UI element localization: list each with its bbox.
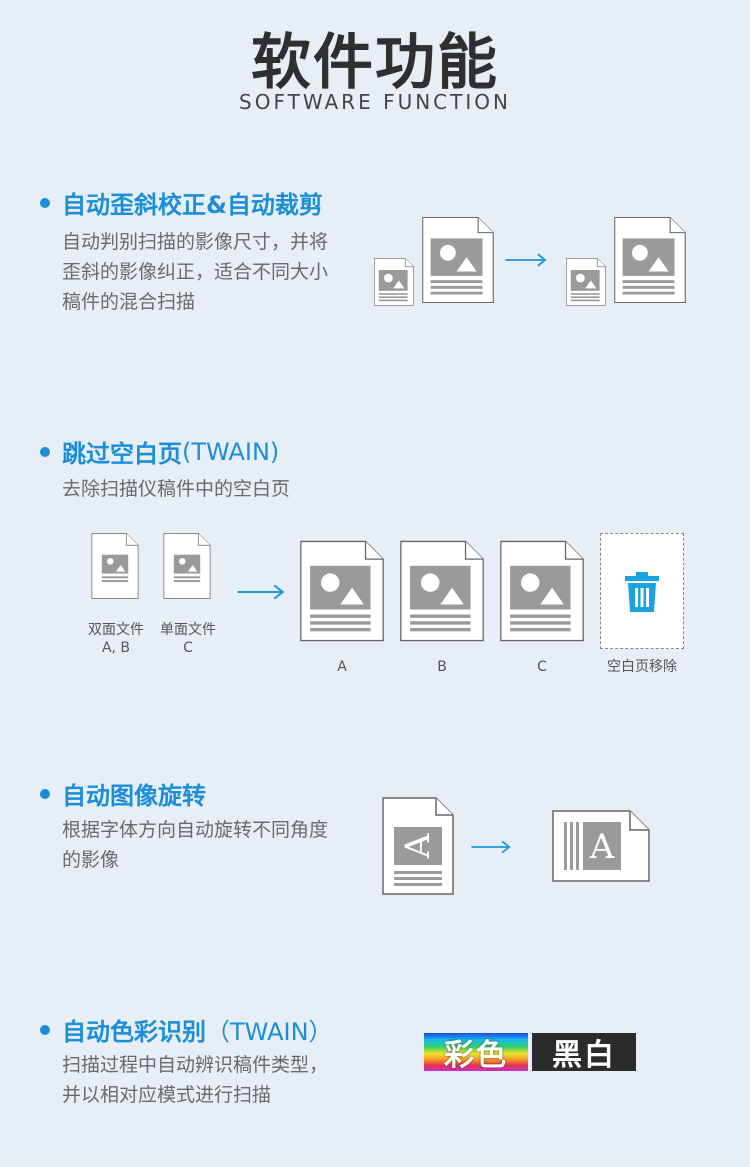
- bullet-dot-icon: [40, 197, 50, 208]
- glyph-a-upright: A: [589, 827, 615, 867]
- page-title: 软件功能: [251, 28, 499, 98]
- simplex-document-icon: [163, 533, 211, 599]
- arrow-right-icon: [504, 252, 547, 268]
- page-a-document-icon: [300, 540, 384, 642]
- glyph-a-rotated: A: [398, 833, 438, 859]
- caption-page-b: B: [437, 659, 447, 675]
- page-b-document-icon: [400, 540, 484, 642]
- page-subtitle: SOFTWARE FUNCTION: [239, 90, 511, 114]
- section-desc-skew-crop: 自动判别扫描的影像尺寸，并将 歪斜的影像纠正，适合不同大小 稿件的混合扫描: [62, 231, 329, 313]
- arrow-right-icon: [236, 584, 284, 600]
- arrow-right-icon: [470, 840, 511, 854]
- section-desc-rotation: 根据字体方向自动旋转不同角度 的影像: [62, 819, 329, 871]
- caption-blank-removed: 空白页移除: [607, 659, 677, 675]
- caption-duplex: 双面文件 A, B: [88, 622, 144, 656]
- section-desc-color-detect: 扫描过程中自动辨识稿件类型， 并以相对应模式进行扫描: [62, 1054, 329, 1106]
- section-title-color-detect: 自动色彩识别 （TWAIN）: [40, 1012, 333, 1047]
- trash-icon: [625, 572, 659, 612]
- caption-page-a: A: [337, 659, 347, 675]
- section-title-rotation: 自动图像旋转: [40, 776, 206, 811]
- rotated-document-icon: A: [382, 797, 454, 895]
- bullet-dot-icon: [40, 1024, 50, 1035]
- small-document-icon: [566, 258, 606, 306]
- large-document-icon: [614, 216, 686, 304]
- caption-simplex: 单面文件 C: [160, 622, 216, 656]
- section-desc-skip-blank: 去除扫描仪稿件中的空白页: [62, 478, 291, 500]
- landscape-document-icon: A: [552, 810, 650, 882]
- blank-page-placeholder: [600, 533, 684, 649]
- bw-mode-badge: 黑白: [532, 1033, 636, 1073]
- section-title-skew-crop: 自动歪斜校正&自动裁剪: [40, 185, 323, 220]
- section-title-skip-blank: 跳过空白页 (TWAIN): [40, 434, 279, 469]
- small-document-icon: [374, 258, 414, 306]
- page-c-document-icon: [500, 540, 584, 642]
- bullet-dot-icon: [40, 446, 50, 457]
- bullet-dot-icon: [40, 788, 50, 799]
- large-document-icon: [422, 216, 494, 304]
- color-mode-badge: 彩色: [424, 1033, 528, 1073]
- duplex-document-icon: [91, 533, 139, 599]
- caption-page-c: C: [537, 659, 547, 675]
